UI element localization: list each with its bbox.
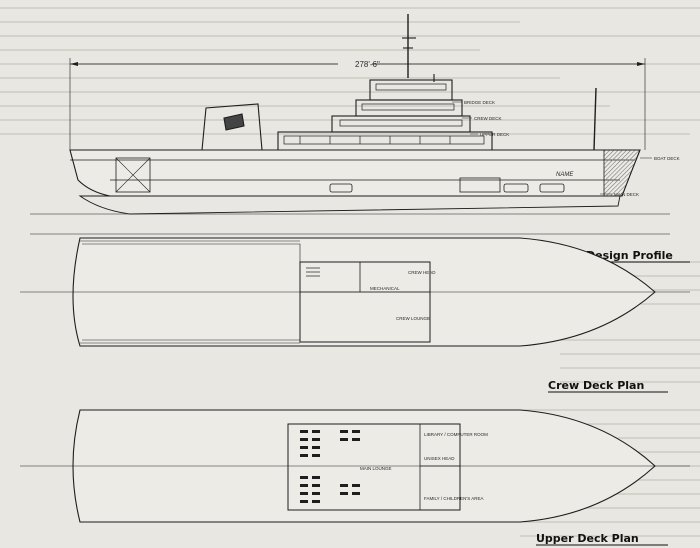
caption-design-profile: Design Profile xyxy=(586,249,673,262)
label-boat-deck: BOAT DECK xyxy=(654,156,680,161)
hull-profile xyxy=(30,149,670,215)
crew-deck-plan xyxy=(20,237,690,347)
room-crew-lounge: CREW LOUNGE xyxy=(396,316,430,321)
mast xyxy=(402,14,597,151)
room-mechanical: MECHANICAL xyxy=(370,286,400,291)
vehicles xyxy=(329,177,565,193)
design-profile xyxy=(30,14,670,235)
upper-deck-plan xyxy=(20,409,690,523)
room-main-lounge: MAIN LOUNGE xyxy=(360,466,392,471)
room-library: LIBRARY / COMPUTER ROOM xyxy=(424,432,488,437)
label-main-deck: MAIN DECK xyxy=(614,192,639,197)
label-crew-deck: CREW DECK xyxy=(474,116,502,121)
label-bridge-deck: BRIDGE DECK xyxy=(464,100,495,105)
label-upper-deck: UPPER DECK xyxy=(480,132,509,137)
caption-crew-deck: Crew Deck Plan xyxy=(548,379,644,392)
length-dimension-text: 278'-6" xyxy=(355,60,380,69)
caption-upper-deck: Upper Deck Plan xyxy=(536,532,639,545)
deck-leaders xyxy=(452,101,652,195)
funnel xyxy=(201,103,263,151)
room-unisex-head: UNISEX HEAD xyxy=(424,456,455,461)
room-crew-head: CREW HEAD xyxy=(408,270,436,275)
room-family-area: FAMILY / CHILDREN'S AREA xyxy=(424,496,483,501)
hull-name: NAME xyxy=(556,172,574,178)
length-dimension xyxy=(69,57,646,150)
superstructure xyxy=(277,79,493,153)
